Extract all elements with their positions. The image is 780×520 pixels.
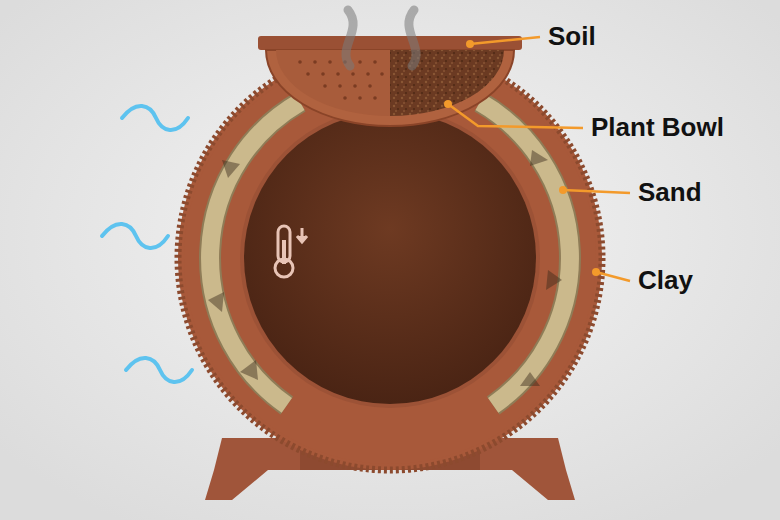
leader-lines	[448, 37, 630, 281]
cooling-chamber	[244, 112, 536, 404]
clay-outer-wall	[178, 46, 602, 470]
part-label: Clay	[638, 266, 693, 296]
sand-layer	[210, 102, 570, 405]
air-waves	[102, 106, 192, 382]
airflow-arrows	[208, 150, 562, 386]
thermometer-icon	[275, 226, 307, 277]
plant-bowl	[258, 36, 522, 126]
part-label: Plant Bowl	[591, 113, 724, 143]
clay-inner-wall	[240, 108, 540, 408]
part-label: Soil	[548, 22, 596, 52]
vapour-lines	[346, 10, 416, 66]
leader-dots	[444, 40, 600, 276]
part-label: Sand	[638, 178, 702, 208]
